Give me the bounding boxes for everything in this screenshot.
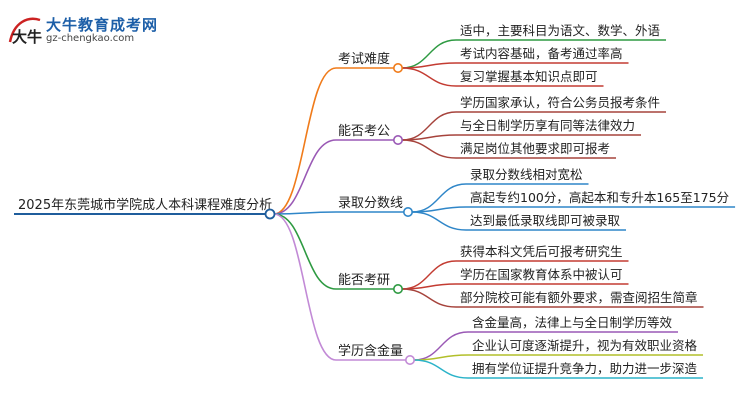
leaf-label: 达到最低录取线即可被录取 (470, 213, 621, 228)
leaf-label: 学历在国家教育体系中被认可 (460, 267, 623, 282)
leaf-label: 拥有学位证提升竞争力，助力进一步深造 (472, 361, 698, 376)
leaf-label: 适中，主要科目为语文、数学、外语 (460, 23, 660, 38)
leaf-connector (411, 211, 467, 231)
leaf-connector (413, 354, 469, 361)
leaf-label: 高起专约100分，高起本和专升本165至175分 (470, 190, 729, 205)
leaf-label: 企业认可度逐渐提升，视为有效职业资格 (472, 338, 698, 353)
branch-node[interactable] (392, 283, 403, 294)
leaf-label: 与全日制学历享有同等法律效力 (460, 118, 635, 133)
leaf-connector (401, 67, 457, 87)
leaf-connector (401, 139, 457, 159)
leaf-label: 录取分数线相对宽松 (470, 167, 583, 182)
leaf-connector (401, 288, 457, 308)
branch-label: 学历含金量 (338, 343, 403, 359)
leaf-label: 复习掌握基本知识点即可 (460, 69, 598, 84)
leaf-label: 含金量高，法律上与全日制学历等效 (472, 315, 673, 330)
root-label: 2025年东莞城市学院成人本科课程难度分析 (18, 197, 272, 213)
logo-url: gz-chengkao.com (46, 33, 135, 44)
branch-node[interactable] (402, 207, 413, 218)
branch-label: 考试难度 (338, 51, 390, 67)
leaf-connector (411, 206, 467, 213)
site-logo[interactable]: 大牛 大牛教育成考网 gz-chengkao.com (6, 12, 176, 48)
logo-mark-icon: 大牛 (8, 17, 42, 46)
leaf-label: 考试内容基础，备考通过率高 (460, 46, 623, 61)
branch-connector (273, 139, 337, 215)
branch-label: 能否考公 (338, 124, 390, 139)
root-node[interactable] (264, 208, 276, 220)
leaf-label: 学历国家承认，符合公务员报考条件 (460, 95, 660, 110)
leaf-connector (401, 283, 457, 290)
branch-connector (273, 211, 337, 215)
branch-connector (273, 67, 337, 215)
branch-node[interactable] (404, 354, 415, 365)
leaf-label: 获得本科文凭后可报考研究生 (460, 244, 623, 259)
branch-connector (273, 213, 337, 361)
branch-connector (273, 213, 337, 290)
leaf-label: 部分院校可能有额外要求，需查阅招生简章 (460, 290, 698, 305)
leaf-connector (401, 134, 457, 141)
branch-node[interactable] (392, 62, 403, 73)
leaf-connector (413, 359, 469, 379)
branch-label: 能否考研 (338, 273, 390, 288)
logo-title: 大牛教育成考网 (46, 16, 159, 34)
svg-text:大牛: 大牛 (12, 28, 42, 46)
leaf-label: 满足岗位其他要求即可报考 (460, 141, 610, 156)
branch-node[interactable] (392, 135, 403, 146)
leaf-connector (401, 62, 457, 69)
branch-label: 录取分数线 (338, 196, 403, 211)
